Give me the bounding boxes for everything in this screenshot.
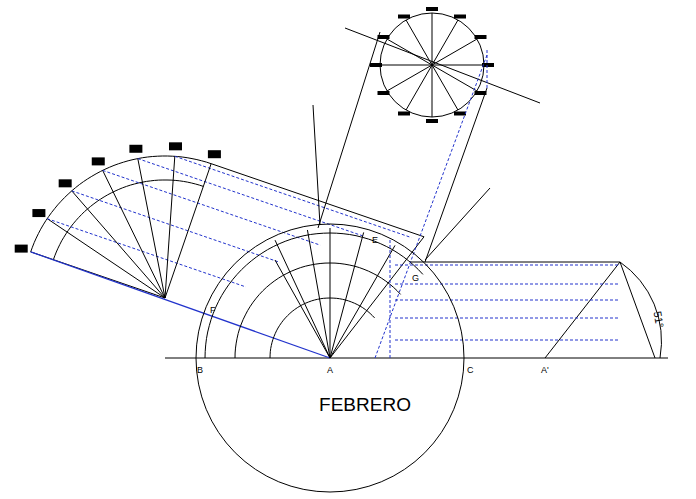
point-label: F bbox=[210, 306, 216, 315]
drawing-line bbox=[390, 240, 391, 358]
drawing-line bbox=[313, 105, 320, 225]
drawing-line bbox=[72, 191, 165, 298]
point-label: G bbox=[412, 274, 419, 283]
black-mark bbox=[59, 179, 72, 187]
drawing-line bbox=[432, 39, 477, 65]
drawing-line bbox=[165, 156, 175, 298]
drawing-line bbox=[432, 65, 458, 110]
drawing-line bbox=[432, 65, 433, 117]
drawing-line bbox=[345, 28, 540, 103]
month-circle: FEBRERO bbox=[195, 223, 465, 493]
point-label: E bbox=[372, 236, 378, 245]
drawing-line bbox=[432, 13, 433, 65]
arc bbox=[205, 233, 423, 358]
drawing-line bbox=[103, 170, 165, 298]
point-label: C bbox=[467, 366, 474, 375]
black-mark bbox=[92, 157, 105, 165]
small-circle bbox=[380, 13, 484, 117]
drawing-line bbox=[31, 252, 330, 358]
drawing-line bbox=[395, 318, 620, 319]
fan-arc bbox=[53, 180, 203, 260]
black-mark bbox=[398, 111, 410, 115]
drawing-line bbox=[165, 164, 211, 298]
drawing-line bbox=[406, 65, 432, 110]
drawing-line bbox=[395, 265, 620, 266]
black-mark bbox=[169, 142, 182, 150]
drawing-line bbox=[406, 20, 432, 65]
arc bbox=[620, 262, 662, 358]
drawing-line bbox=[395, 284, 620, 285]
month-name: FEBRERO bbox=[319, 394, 411, 416]
point-label: B bbox=[197, 366, 203, 375]
fan-arc bbox=[31, 156, 211, 252]
drawing-line bbox=[375, 55, 487, 358]
black-mark bbox=[426, 119, 438, 123]
black-mark bbox=[398, 15, 410, 19]
black-mark bbox=[15, 245, 28, 253]
drawing-line bbox=[318, 32, 380, 228]
arc bbox=[235, 263, 401, 358]
drawing-line bbox=[425, 88, 487, 262]
drawing-line bbox=[410, 262, 620, 263]
black-mark bbox=[426, 7, 438, 11]
drawing-line bbox=[103, 170, 321, 245]
drawing-line bbox=[432, 65, 477, 91]
black-mark bbox=[32, 209, 45, 217]
black-mark bbox=[129, 145, 142, 153]
drawing-line bbox=[395, 300, 620, 301]
drawing-line bbox=[387, 39, 432, 65]
point-label: A bbox=[327, 366, 333, 375]
drawing-line bbox=[545, 262, 620, 358]
drawing-line bbox=[380, 65, 432, 66]
black-mark bbox=[454, 15, 466, 19]
drawing-line bbox=[275, 260, 330, 358]
drawing-line bbox=[330, 245, 395, 358]
circle bbox=[196, 224, 464, 492]
drawing-line bbox=[330, 232, 364, 358]
drawing-line bbox=[425, 188, 490, 260]
drawing-line bbox=[138, 159, 165, 298]
drawing-line bbox=[387, 65, 432, 91]
drawing-line bbox=[165, 358, 668, 359]
drawing-line bbox=[211, 164, 424, 237]
black-mark bbox=[208, 150, 221, 158]
drawing-line bbox=[330, 237, 424, 358]
black-mark bbox=[474, 35, 486, 39]
black-mark bbox=[370, 63, 382, 67]
black-mark bbox=[454, 111, 466, 115]
drawing-line bbox=[275, 240, 330, 358]
black-mark bbox=[378, 91, 390, 95]
drawing-line bbox=[620, 262, 655, 358]
circle-outline bbox=[195, 223, 465, 493]
drawing-line bbox=[330, 228, 331, 358]
drawing-line bbox=[175, 156, 411, 237]
drawing-line bbox=[432, 20, 458, 65]
point-label: A' bbox=[541, 366, 549, 375]
drawing-line bbox=[395, 340, 620, 341]
angle-label: 51° bbox=[651, 310, 665, 328]
